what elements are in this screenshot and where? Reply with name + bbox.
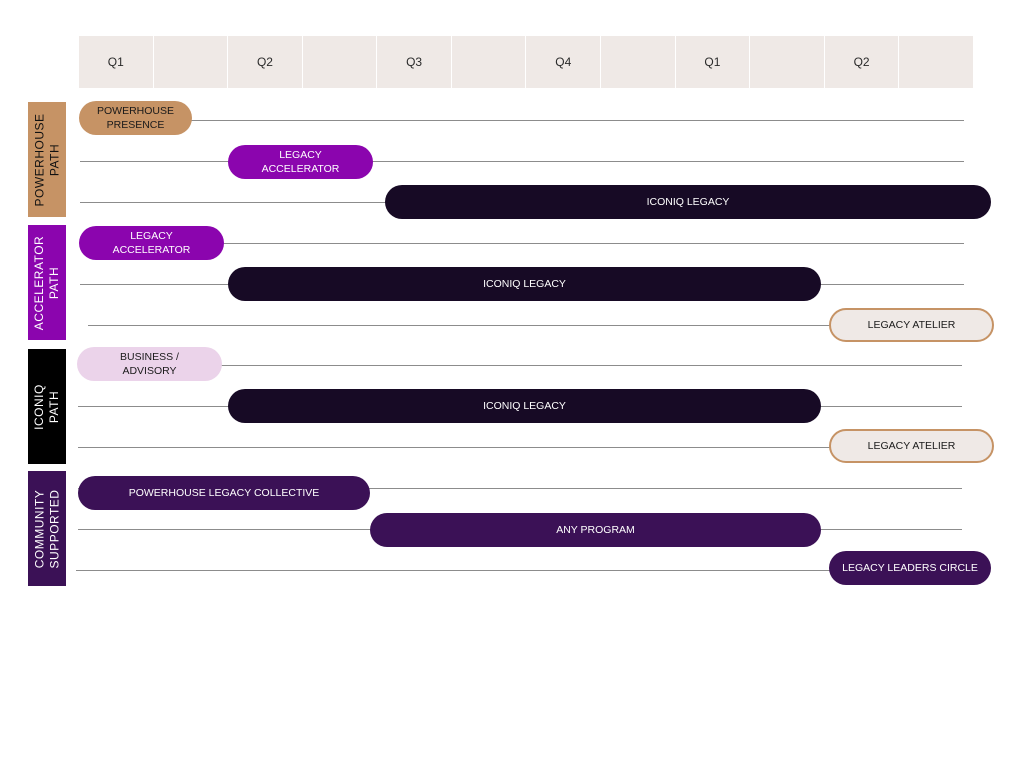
program-bar: ICONIQ LEGACY <box>228 267 821 301</box>
program-bar: LEGACY ACCELERATOR <box>79 226 224 260</box>
program-bar-label: LEGACY LEADERS CIRCLE <box>842 562 978 574</box>
row-line <box>80 243 964 244</box>
program-bar-label: BUSINESS / ADVISORY <box>120 351 179 377</box>
header-col <box>152 36 228 88</box>
group-community-supported: COMMUNITY SUPPORTED <box>28 471 66 586</box>
program-bar: POWERHOUSE LEGACY COLLECTIVE <box>78 476 370 510</box>
header-col: Q4 <box>525 36 600 88</box>
header-col: Q1 <box>107 55 124 69</box>
group-label: POWERHOUSE PATH <box>32 112 62 207</box>
group-iconiq-path: ICONIQ PATH <box>28 349 66 464</box>
program-bar-label: ICONIQ LEGACY <box>483 400 566 412</box>
quarter-header: Q1 Q2 Q3 Q4 Q1 Q2 <box>79 36 973 88</box>
header-col <box>450 36 526 88</box>
row-line <box>80 120 964 121</box>
program-bar: BUSINESS / ADVISORY <box>77 347 222 381</box>
row-line <box>78 365 962 366</box>
group-label: ICONIQ PATH <box>32 383 62 430</box>
program-bar-label: POWERHOUSE PRESENCE <box>96 105 174 131</box>
header-col <box>600 36 675 88</box>
header-col: Q3 <box>376 36 451 88</box>
program-bar: ICONIQ LEGACY <box>228 389 821 423</box>
program-bar: LEGACY ATELIER <box>829 429 994 463</box>
program-bar: LEGACY ATELIER <box>829 308 994 342</box>
program-bar-label: POWERHOUSE LEGACY COLLECTIVE <box>128 487 320 499</box>
header-col <box>749 36 824 88</box>
header-col <box>898 36 973 88</box>
program-bar-label: LEGACY ATELIER <box>867 440 956 452</box>
program-bar: ANY PROGRAM <box>370 513 821 547</box>
row-line <box>88 325 964 326</box>
program-bar: POWERHOUSE PRESENCE <box>79 101 192 135</box>
program-bar: ICONIQ LEGACY <box>385 185 991 219</box>
row-line <box>80 161 964 162</box>
header-col <box>301 36 377 88</box>
header-col: Q2 <box>227 36 302 88</box>
row-line <box>76 570 962 571</box>
row-line <box>78 488 962 489</box>
program-bar-label: ANY PROGRAM <box>556 524 635 536</box>
program-bar: LEGACY LEADERS CIRCLE <box>829 551 991 585</box>
group-label: COMMUNITY SUPPORTED <box>32 489 61 568</box>
group-accelerator-path: ACCELERATOR PATH <box>28 225 66 340</box>
program-bar-label: ICONIQ LEGACY <box>483 278 566 290</box>
program-bar-label: LEGACY ACCELERATOR <box>112 230 191 256</box>
group-powerhouse-path: POWERHOUSE PATH <box>28 102 66 217</box>
program-bar-label: LEGACY ACCELERATOR <box>261 149 340 175</box>
header-col: Q2 <box>823 36 899 88</box>
program-bar-label: ICONIQ LEGACY <box>646 196 730 208</box>
program-bar: LEGACY ACCELERATOR <box>228 145 373 179</box>
row-line <box>78 447 962 448</box>
group-label: ACCELERATOR PATH <box>32 235 62 330</box>
program-bar-label: LEGACY ATELIER <box>867 319 956 331</box>
header-col: Q1 <box>674 36 750 88</box>
